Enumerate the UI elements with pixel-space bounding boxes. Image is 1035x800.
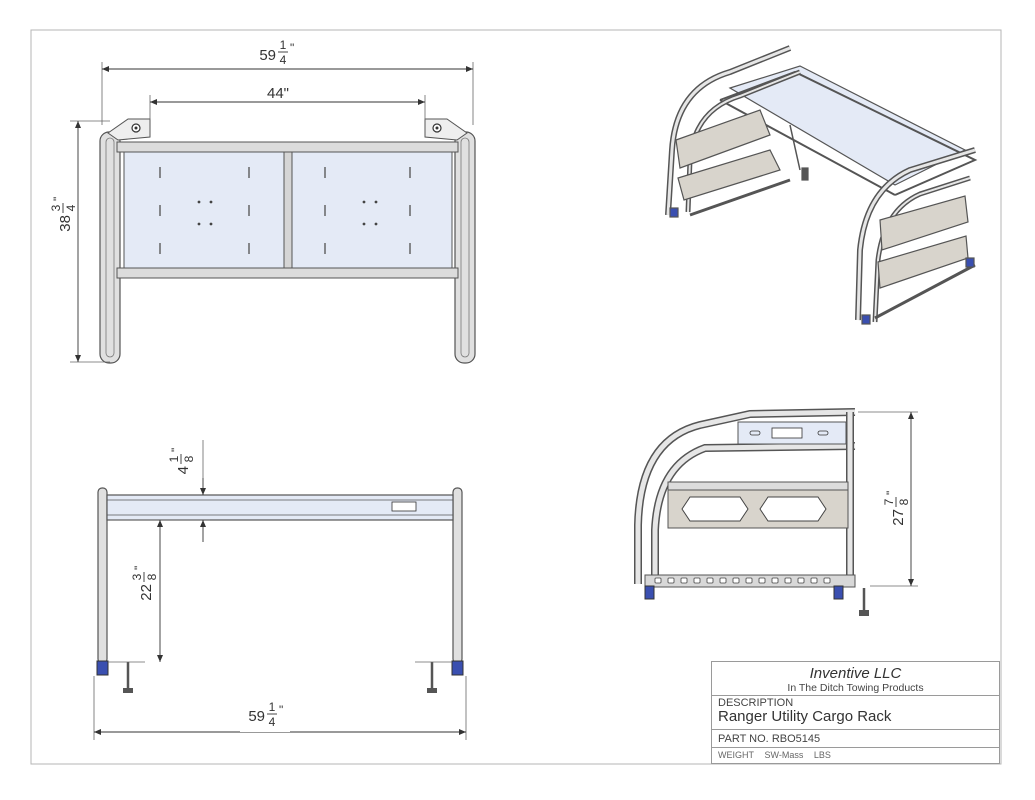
dim-overall-width-side: 59 1 4 " bbox=[240, 700, 290, 732]
dim-end-height: 27 7 8 " bbox=[882, 485, 911, 526]
svg-text:27: 27 bbox=[890, 509, 907, 526]
title-divider bbox=[712, 695, 999, 696]
svg-text:7: 7 bbox=[882, 498, 896, 505]
floor-panel-right bbox=[291, 151, 453, 269]
svg-text:59: 59 bbox=[248, 708, 265, 725]
svg-text:1: 1 bbox=[269, 700, 276, 714]
svg-text:38: 38 bbox=[57, 215, 74, 232]
svg-text:1: 1 bbox=[167, 455, 181, 462]
part-number-value: RBO5145 bbox=[771, 733, 821, 745]
left-mount-bracket bbox=[107, 118, 151, 141]
right-hoop bbox=[454, 131, 476, 364]
part-divider bbox=[712, 747, 999, 748]
svg-text:4: 4 bbox=[280, 53, 287, 67]
description-divider bbox=[712, 729, 999, 730]
iso-foot bbox=[669, 207, 679, 218]
svg-text:": " bbox=[132, 566, 146, 570]
dim-overall-width-top: 59 1 4 " bbox=[252, 36, 302, 68]
end-view: 27 7 8 " bbox=[634, 408, 918, 616]
svg-text:": " bbox=[884, 491, 898, 495]
svg-text:": " bbox=[279, 703, 283, 717]
top-view: 59 1 4 " 44" 38 3 4 " bbox=[48, 36, 476, 364]
svg-text:4: 4 bbox=[175, 466, 192, 474]
svg-text:1: 1 bbox=[280, 38, 287, 52]
svg-text:22: 22 bbox=[138, 584, 155, 601]
right-mount-bracket bbox=[424, 118, 468, 141]
side-right-post bbox=[452, 487, 463, 664]
svg-text:59: 59 bbox=[259, 47, 276, 64]
svg-text:": " bbox=[290, 41, 294, 55]
dim-clearance: 22 3 8 " bbox=[130, 560, 159, 601]
left-hoop bbox=[99, 131, 121, 364]
dim-rail-height: 4 1 8 " bbox=[167, 444, 196, 480]
sheet-border bbox=[30, 29, 1002, 765]
side-left-post bbox=[97, 487, 108, 664]
svg-text:4: 4 bbox=[269, 715, 276, 729]
side-foot-left bbox=[96, 660, 109, 676]
weight-row: WEIGHT SW-Mass LBS bbox=[718, 750, 1005, 760]
floor-panel-left bbox=[123, 151, 285, 269]
weight-value: SW-Mass bbox=[764, 750, 804, 760]
side-view: 4 1 8 " 22 3 8 " 59 1 4 " bbox=[93, 440, 467, 740]
company-subtitle: In The Ditch Towing Products bbox=[787, 682, 924, 694]
svg-text:4: 4 bbox=[64, 204, 78, 211]
weight-label: WEIGHT bbox=[718, 750, 754, 760]
dim-depth: 38 3 4 " bbox=[48, 191, 78, 232]
description-value: Ranger Utility Cargo Rack bbox=[718, 708, 892, 725]
title-block: Inventive LLC In The Ditch Towing Produc… bbox=[711, 661, 1000, 764]
svg-text:8: 8 bbox=[182, 455, 196, 462]
svg-text:3: 3 bbox=[49, 204, 63, 211]
part-number-row: PART NO. RBO5145 bbox=[718, 733, 1005, 745]
side-foot-right bbox=[451, 660, 464, 676]
svg-text:": " bbox=[169, 448, 183, 452]
isometric-view bbox=[665, 45, 978, 325]
svg-text:3: 3 bbox=[130, 573, 144, 580]
company-name: Inventive LLC bbox=[809, 665, 902, 682]
svg-text:8: 8 bbox=[145, 573, 159, 580]
svg-text:8: 8 bbox=[897, 498, 911, 505]
part-number-label: PART NO. bbox=[718, 733, 769, 745]
svg-text:": " bbox=[51, 197, 65, 201]
description-label: DESCRIPTION bbox=[718, 697, 794, 709]
weight-unit: LBS bbox=[813, 750, 831, 760]
dim-inner-width: 44" bbox=[267, 85, 289, 102]
